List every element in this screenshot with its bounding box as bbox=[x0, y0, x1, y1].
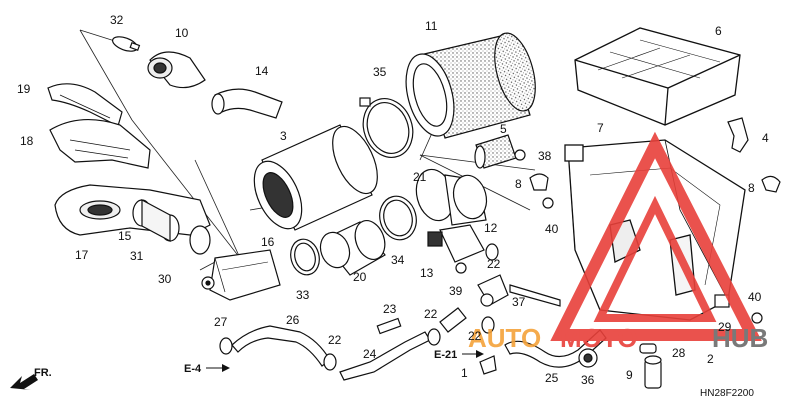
part-boot-21 bbox=[415, 168, 488, 226]
callout-21: 21 bbox=[413, 170, 427, 184]
part-lid-6 bbox=[574, 27, 741, 126]
callout-38: 38 bbox=[538, 149, 552, 163]
callout-22c: 22 bbox=[468, 329, 482, 343]
part-boot-20 bbox=[319, 220, 386, 276]
callout-9: 9 bbox=[626, 368, 633, 382]
callout-7: 7 bbox=[597, 121, 604, 135]
part-valve-1 bbox=[479, 355, 497, 375]
part-sensor-12 bbox=[427, 224, 485, 274]
watermark-hub-text: HUB bbox=[712, 323, 768, 353]
part-clip-23 bbox=[376, 317, 402, 335]
callout-2: 2 bbox=[707, 352, 714, 366]
watermark-auto-text: AUTO bbox=[468, 323, 541, 353]
callout-20: 20 bbox=[353, 270, 367, 284]
callout-31: 31 bbox=[130, 249, 144, 263]
callout-5: 5 bbox=[500, 122, 507, 136]
part-duct-17 bbox=[54, 184, 211, 236]
part-bolt-30 bbox=[201, 276, 215, 290]
callout-33: 33 bbox=[296, 288, 310, 302]
part-band-35 bbox=[359, 97, 414, 158]
callout-11: 11 bbox=[425, 19, 438, 33]
callout-36: 36 bbox=[581, 373, 595, 387]
callout-1: 1 bbox=[461, 366, 468, 380]
diagram-code: HN28F2200 bbox=[700, 388, 754, 399]
part-filter-11 bbox=[405, 32, 536, 139]
part-tube-14 bbox=[211, 88, 283, 119]
callout-29: 29 bbox=[718, 320, 732, 334]
part-plug-9 bbox=[644, 355, 662, 389]
callout-37: 37 bbox=[512, 295, 526, 309]
reference-codes: E-4 E-21 bbox=[184, 349, 484, 375]
callout-13: 13 bbox=[420, 266, 434, 280]
callout-6: 6 bbox=[715, 24, 722, 38]
part-shroud-18 bbox=[49, 118, 151, 169]
callout-14: 14 bbox=[255, 64, 269, 78]
callout-22b: 22 bbox=[424, 307, 438, 321]
callout-16: 16 bbox=[261, 235, 275, 249]
callout-23: 23 bbox=[383, 302, 397, 316]
callout-18: 18 bbox=[20, 134, 34, 148]
callout-17: 17 bbox=[75, 248, 89, 262]
callout-40a: 40 bbox=[545, 222, 559, 236]
part-clip-8 bbox=[529, 173, 781, 193]
callout-26: 26 bbox=[286, 313, 300, 327]
callout-8a: 8 bbox=[515, 177, 522, 191]
callout-10: 10 bbox=[175, 26, 189, 40]
callout-25: 25 bbox=[545, 371, 559, 385]
part-case-7 bbox=[564, 139, 746, 321]
callout-32: 32 bbox=[110, 13, 124, 27]
part-clamp-32 bbox=[112, 36, 141, 52]
part-hose-24 bbox=[339, 331, 431, 381]
callout-40b: 40 bbox=[748, 290, 762, 304]
callout-12: 12 bbox=[484, 221, 498, 235]
front-arrow-icon: FR. bbox=[10, 367, 52, 390]
callout-4: 4 bbox=[762, 131, 769, 145]
callout-27: 27 bbox=[214, 315, 228, 329]
callout-34: 34 bbox=[391, 253, 405, 267]
part-bolts-40 bbox=[514, 149, 763, 324]
part-filter-3 bbox=[253, 124, 378, 231]
callout-24: 24 bbox=[363, 347, 377, 361]
callout-22a: 22 bbox=[487, 257, 501, 271]
callout-19: 19 bbox=[17, 82, 31, 96]
callout-15: 15 bbox=[118, 229, 132, 243]
watermark-logo: AUTO MOTO HUB bbox=[468, 131, 768, 353]
part-cap-28 bbox=[639, 343, 657, 354]
part-boot-10 bbox=[147, 51, 206, 89]
watermark-moto-text: MOTO bbox=[560, 323, 638, 353]
part-clamp-15 bbox=[132, 198, 211, 255]
front-arrow-label: FR. bbox=[34, 367, 52, 379]
callout-35: 35 bbox=[373, 65, 387, 79]
callout-8b: 8 bbox=[748, 181, 755, 195]
part-elbow-37 bbox=[477, 274, 509, 307]
callout-28: 28 bbox=[672, 346, 686, 360]
part-clamp-34 bbox=[379, 195, 417, 241]
callout-30: 30 bbox=[158, 272, 172, 286]
part-pipe-39 bbox=[439, 307, 467, 333]
part-hose-26 bbox=[231, 325, 331, 367]
callout-39: 39 bbox=[449, 284, 463, 298]
part-clamp-33 bbox=[290, 238, 320, 276]
callout-numbers: 32 10 14 19 18 3 35 11 5 38 8 6 7 4 8 21… bbox=[17, 13, 769, 387]
part-element-16 bbox=[209, 249, 281, 301]
ref-e4: E-4 bbox=[184, 363, 202, 375]
ref-e21: E-21 bbox=[434, 349, 457, 361]
part-pipe-5 bbox=[474, 134, 517, 169]
callout-22d: 22 bbox=[328, 333, 342, 347]
part-small-clamps bbox=[219, 243, 499, 371]
callout-3: 3 bbox=[280, 129, 287, 143]
part-grommet-36 bbox=[578, 348, 598, 368]
part-bracket-4 bbox=[727, 117, 749, 153]
